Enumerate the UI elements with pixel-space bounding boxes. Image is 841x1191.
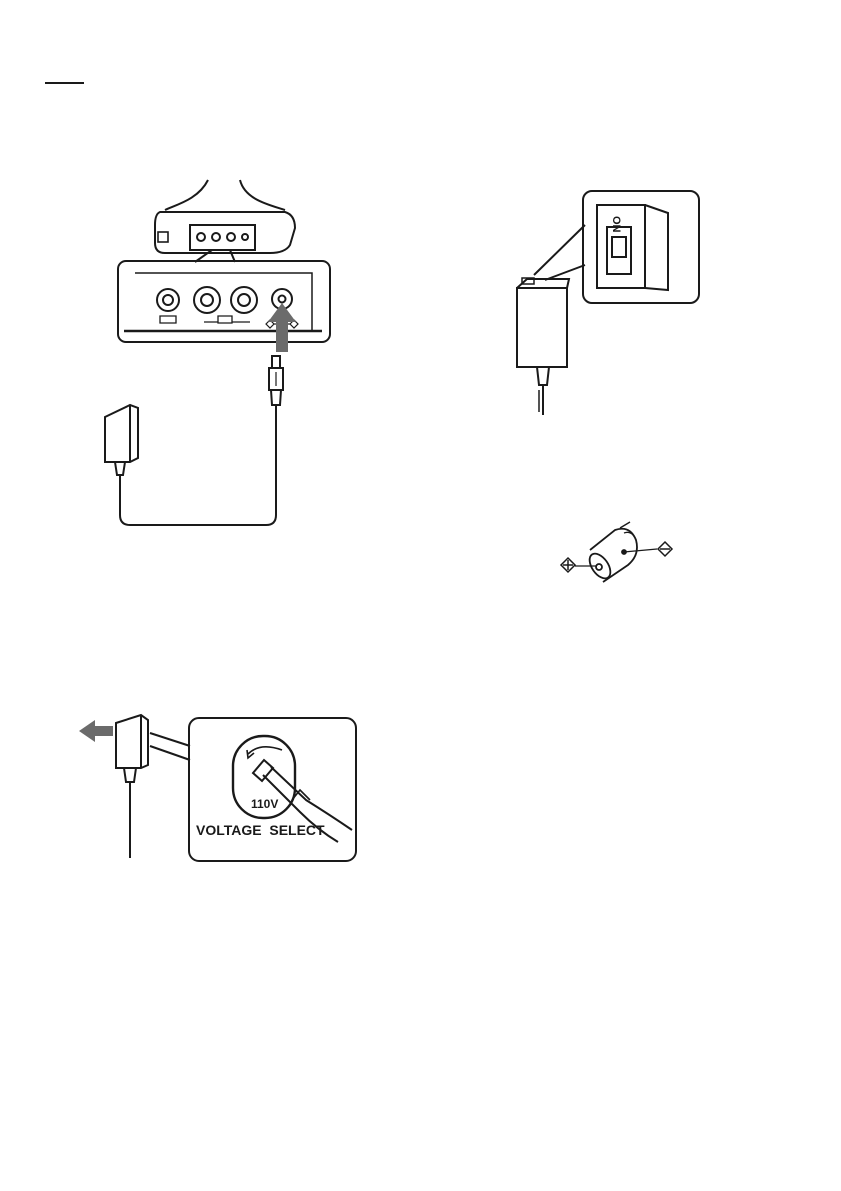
dc-in-jack-inner [279,296,286,303]
ac-adapter-cord-boot [115,462,125,475]
switch-panel-depth [645,205,668,290]
adapter-with-cord [105,356,283,525]
unit-side-switch [158,232,168,242]
unit-jack-4 [242,234,248,240]
negative-dot [622,550,626,554]
adapter-cord-boot [537,367,549,385]
zoom-jack-3-outer [231,287,257,313]
voltage-callout-pointer [150,733,190,760]
ac-adapter [105,405,138,462]
dc-plug-boot [271,390,281,405]
zoom-jack-1-inner [163,295,173,305]
unit-jack-2 [212,233,220,241]
jack-23-bracket [204,316,250,323]
figure-adapter-switch [517,191,699,415]
screwdriver-tip [253,760,273,781]
voltage-select-label: VOLTAGE SELECT [196,822,325,838]
zoom-jack-2-inner [201,294,213,306]
negative-leader [624,549,657,552]
plus-icon [561,558,575,572]
insert-arrow [268,303,296,352]
unit-jack-3 [227,233,235,241]
switch-slot [607,227,631,274]
minus-icon [658,542,672,556]
unit-base [155,212,295,253]
switch-callout-box [583,191,699,303]
switch-knob [612,237,626,257]
voltage-adapter-boot [124,768,136,782]
voltage-adapter-body [116,715,148,768]
pull-arrow [79,720,113,742]
unit-jack-1 [197,233,205,241]
zoom-jack-3-inner [238,294,250,306]
stand-right-curve [240,180,285,210]
figure-unit-connection [118,180,330,342]
voltage-callout-box [189,718,356,861]
cord [120,405,276,525]
switch-on-label: ON [610,216,622,233]
voltage-value-label: 110V [251,797,278,811]
figure-battery-polarity [561,522,672,582]
dc-plug-tip [272,356,280,368]
unit-rear-panel [190,225,255,250]
zoom-jack-2-outer [194,287,220,313]
switch-callout-pointer [534,225,585,280]
figure-voltage-select [79,715,356,861]
battery-tip [596,564,602,570]
adapter-body-front [517,288,567,367]
zoom-jack-1-outer [157,289,179,311]
jack-1-bracket [160,316,176,323]
stand-left-curve [165,180,208,210]
